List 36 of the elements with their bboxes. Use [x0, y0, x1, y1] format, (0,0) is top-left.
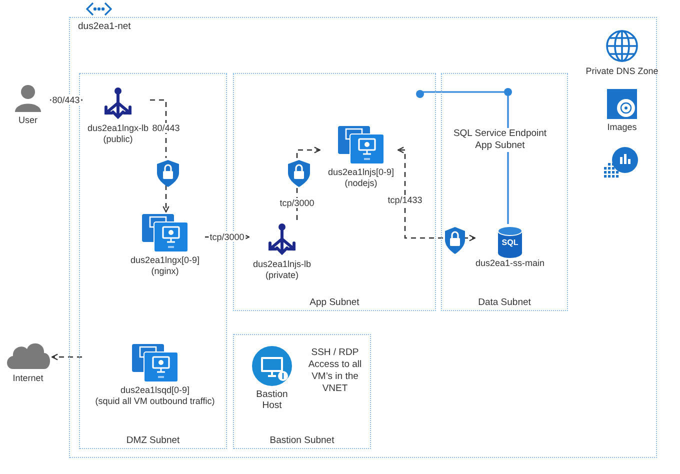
node-label: Images — [607, 122, 637, 133]
node-label: User — [18, 115, 38, 126]
node-label: (public) — [103, 134, 133, 145]
subnet-label: DMZ Subnet — [125, 435, 181, 446]
node-label: dus2ea1lngx[0-9] — [130, 255, 200, 266]
arrow — [162, 185, 170, 213]
node-label: (squid all VM outbound traffic) — [95, 396, 215, 407]
edge-label: 80/443 — [51, 95, 81, 105]
node-label: dus2ea1lsqd[0-9] — [120, 385, 190, 396]
network-label: dus2ea1-net — [78, 21, 131, 32]
subnet-label: Bastion Subnet — [268, 435, 336, 446]
node-label: Bastion Host — [255, 389, 289, 411]
connector-line — [150, 99, 167, 158]
icon-label: SQL — [500, 238, 520, 248]
node-label: Internet — [12, 373, 44, 384]
arrow — [463, 234, 476, 242]
edge-label: tcp/3000 — [278, 198, 316, 208]
node-label: dus2ea1lnjs-lb — [252, 259, 312, 270]
edge-label: tcp/3000 — [208, 232, 246, 242]
arrow — [397, 146, 443, 239]
edge-label: 80/443 — [151, 123, 181, 133]
node-label: (nginx) — [151, 266, 179, 277]
subnet-label: Data Subnet — [477, 297, 532, 308]
edge-label: tcp/1433 — [386, 195, 424, 205]
node-label: (nodejs) — [344, 178, 378, 189]
node-label: Private DNS Zone — [586, 66, 658, 77]
subnet-boundary — [233, 334, 371, 449]
node-label: dus2ea1lngx-lb — [87, 123, 149, 134]
node-label: dus2ea1-ss-main — [475, 258, 545, 269]
node-label: dus2ea1lnjs[0-9] — [328, 167, 394, 178]
connector-line — [296, 185, 298, 220]
connector-line — [422, 91, 509, 224]
subnet-label: App Subnet — [308, 297, 360, 308]
node-label: (private) — [265, 270, 298, 281]
arrow — [51, 354, 82, 360]
arrow — [296, 146, 321, 158]
